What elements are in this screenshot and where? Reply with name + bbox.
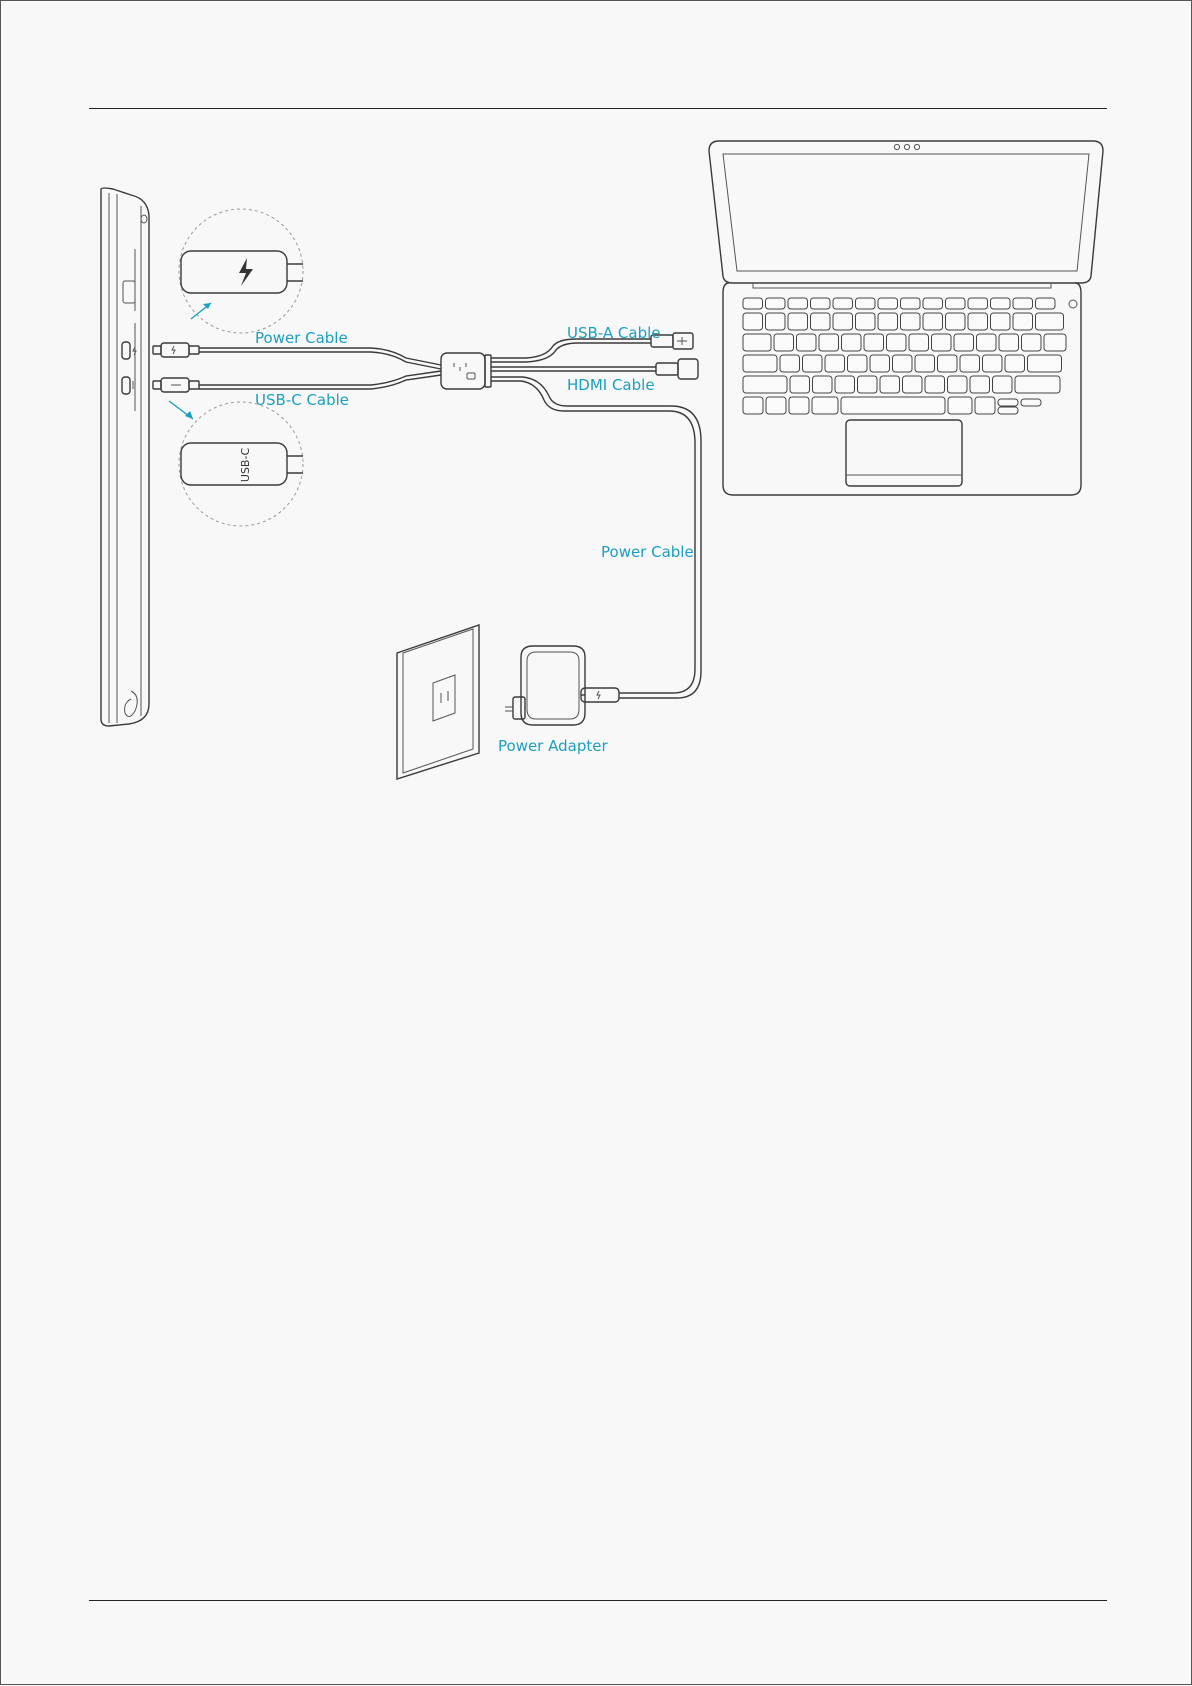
keyboard-key [790, 376, 810, 393]
keyboard-key [858, 376, 878, 393]
keyboard-key [991, 298, 1011, 309]
keyboard-key [797, 334, 817, 351]
keyboard-key [948, 397, 972, 414]
zoom-power-port [179, 209, 303, 333]
lightning-icon [239, 258, 253, 286]
keyboard-key [993, 376, 1013, 393]
keyboard-key [743, 376, 787, 393]
keyboard-key [893, 355, 913, 372]
keyboard-key [1022, 334, 1042, 351]
keyboard-key [1036, 298, 1056, 309]
keyboard-key [998, 407, 1018, 414]
keyboard-key [743, 355, 777, 372]
keyboard-key [856, 298, 876, 309]
keyboard-key [813, 376, 833, 393]
keyboard-key [780, 355, 800, 372]
keyboard-key [901, 298, 921, 309]
keyboard-key [970, 376, 990, 393]
keyboard-key [788, 298, 808, 309]
keyboard-key [999, 334, 1019, 351]
keyboard-key [954, 334, 974, 351]
keyboard-key [909, 334, 929, 351]
usb-c-port-text: USB-C [239, 448, 252, 483]
keyboard-key [774, 334, 794, 351]
keyboard-key [925, 376, 945, 393]
label-power-cable-top: Power Cable [255, 329, 348, 347]
keyboard-key [811, 313, 831, 330]
keyboard-key [1021, 399, 1041, 406]
pen-display-side-view [101, 188, 149, 726]
label-usb-c-cable: USB-C Cable [255, 391, 349, 409]
label-usb-a-cable: USB-A Cable [567, 324, 661, 342]
keyboard-key [946, 313, 966, 330]
display-connectors [153, 343, 199, 392]
keyboard-key [948, 376, 968, 393]
keyboard-key [880, 376, 900, 393]
keyboard-key [923, 313, 943, 330]
label-hdmi-cable: HDMI Cable [567, 376, 655, 394]
keyboard-key [835, 376, 855, 393]
keyboard-key [1015, 376, 1060, 393]
laptop [709, 141, 1103, 495]
keyboard-key [789, 397, 809, 414]
keyboard-key [870, 355, 890, 372]
keyboard-key [878, 313, 898, 330]
keyboard-key [864, 334, 884, 351]
keyboard-key [960, 355, 980, 372]
keyboard-key [833, 298, 853, 309]
keyboard-key [788, 313, 808, 330]
keyboard-key [901, 313, 921, 330]
keyboard-key [946, 298, 966, 309]
power-adapter-icon [505, 646, 585, 725]
keyboard-key [887, 334, 907, 351]
keyboard-key [932, 334, 952, 351]
keyboard-key [825, 355, 845, 372]
keyboard-key [803, 355, 823, 372]
keyboard-key [975, 397, 995, 414]
label-power-adapter: Power Adapter [498, 737, 608, 755]
keyboard-key [983, 355, 1003, 372]
keyboard-key [841, 397, 945, 414]
keyboard-key [766, 298, 786, 309]
keyboard-key [878, 298, 898, 309]
keyboard-key [977, 334, 997, 351]
keyboard-key [923, 298, 943, 309]
keyboard-key [991, 313, 1011, 330]
keyboard-key [915, 355, 935, 372]
keyboard-key [968, 313, 988, 330]
keyboard-key [743, 298, 763, 309]
keyboard-key [968, 298, 988, 309]
keyboard-key [856, 313, 876, 330]
keyboard-key [743, 334, 771, 351]
keyboard-key [1028, 355, 1062, 372]
keyboard-key [819, 334, 839, 351]
keyboard-key [842, 334, 862, 351]
wall-socket-icon [397, 625, 479, 779]
keyboard-key [1013, 298, 1033, 309]
zoom-usb-c-port: USB-C [169, 401, 303, 526]
keyboard-key [766, 397, 786, 414]
keyboard-key [812, 397, 838, 414]
keyboard-key [743, 313, 763, 330]
keyboard-key [1044, 334, 1066, 351]
keyboard-key [1013, 313, 1033, 330]
keyboard-key [848, 355, 868, 372]
keyboard-key [998, 399, 1018, 406]
keyboard-key [938, 355, 958, 372]
keyboard-key [766, 313, 786, 330]
label-power-cable-right: Power Cable [601, 543, 694, 561]
keyboard-key [833, 313, 853, 330]
keyboard [743, 298, 1066, 414]
keyboard-key [1005, 355, 1025, 372]
keyboard-key [903, 376, 923, 393]
keyboard-key [1036, 313, 1064, 330]
keyboard-key [811, 298, 831, 309]
keyboard-key [743, 397, 763, 414]
